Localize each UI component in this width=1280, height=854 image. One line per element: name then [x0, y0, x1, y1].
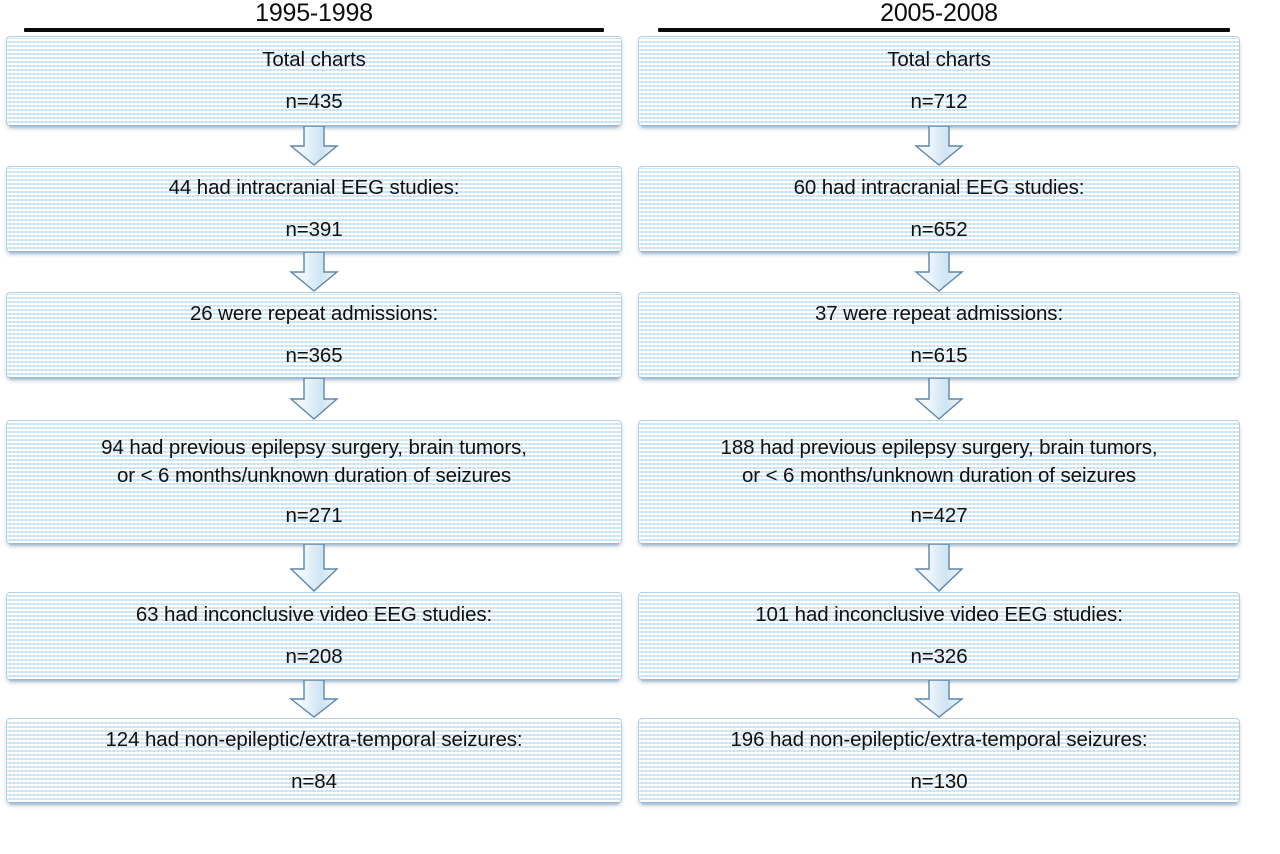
flow-node-total-charts[interactable]: Total charts n=435: [6, 36, 622, 129]
node-count: n=84: [291, 769, 337, 793]
down-arrow-icon: [912, 126, 966, 166]
down-arrow-icon: [287, 378, 341, 420]
flow-node-repeat-admissions[interactable]: 37 were repeat admissions: n=615: [638, 292, 1240, 381]
column-title: 2005-2008: [880, 0, 998, 27]
node-count: n=435: [285, 90, 343, 113]
node-label: 196 had non-epileptic/extra-temporal sei…: [730, 727, 1148, 751]
node-count: n=208: [285, 645, 343, 668]
down-arrow-icon: [912, 378, 966, 420]
node-count: n=271: [285, 504, 343, 527]
node-count: n=391: [285, 218, 343, 241]
node-count: n=712: [910, 90, 968, 113]
flow-node-non-epileptic-seizures[interactable]: 196 had non-epileptic/extra-temporal sei…: [638, 718, 1240, 806]
node-label: 124 had non-epileptic/extra-temporal sei…: [105, 727, 523, 751]
down-arrow-icon: [287, 252, 341, 292]
node-label: 101 had inconclusive video EEG studies:: [755, 603, 1123, 626]
flow-node-total-charts[interactable]: Total charts n=712: [638, 36, 1240, 129]
connector-arrow-3: [638, 378, 1240, 420]
flow-node-previous-surgery[interactable]: 94 had previous epilepsy surgery, brain …: [6, 420, 622, 547]
flow-column-1995-1998: 1995-1998 Total charts n=435: [0, 0, 630, 854]
node-count: n=365: [285, 344, 343, 367]
node-label: Total charts: [887, 48, 991, 71]
flow-node-intracranial-eeg[interactable]: 60 had intracranial EEG studies: n=652: [638, 166, 1240, 255]
node-label: 63 had inconclusive video EEG studies:: [135, 603, 493, 626]
down-arrow-icon: [287, 680, 341, 718]
node-count: n=615: [910, 344, 968, 367]
connector-arrow-5: [6, 680, 622, 718]
node-label: 94 had previous epilepsy surgery, brain …: [101, 436, 527, 459]
node-label: 188 had previous epilepsy surgery, brain…: [720, 436, 1158, 459]
column-title: 1995-1998: [255, 0, 373, 27]
node-label: 44 had intracranial EEG studies:: [168, 176, 460, 199]
node-label: 37 were repeat admissions:: [814, 302, 1064, 325]
flow-node-inconclusive-video-eeg[interactable]: 63 had inconclusive video EEG studies: n…: [6, 592, 622, 683]
node-label-line2: or < 6 months/unknown duration of seizur…: [116, 464, 512, 487]
node-label: Total charts: [262, 48, 366, 71]
connector-arrow-2: [6, 252, 622, 292]
down-arrow-icon: [912, 544, 966, 592]
connector-arrow-1: [638, 126, 1240, 166]
connector-arrow-4: [638, 544, 1240, 592]
header-rule: [658, 28, 1230, 32]
node-count: n=326: [910, 645, 968, 668]
flow-node-previous-surgery[interactable]: 188 had previous epilepsy surgery, brain…: [638, 420, 1240, 547]
node-count: n=130: [910, 769, 968, 793]
flow-node-repeat-admissions[interactable]: 26 were repeat admissions: n=365: [6, 292, 622, 381]
column-header-right: 2005-2008: [638, 0, 1240, 36]
down-arrow-icon: [912, 680, 966, 718]
node-label: 26 were repeat admissions:: [189, 302, 439, 325]
down-arrow-icon: [287, 126, 341, 166]
flow-node-intracranial-eeg[interactable]: 44 had intracranial EEG studies: n=391: [6, 166, 622, 255]
connector-arrow-5: [638, 680, 1240, 718]
column-header-left: 1995-1998: [6, 0, 622, 36]
flow-node-non-epileptic-seizures[interactable]: 124 had non-epileptic/extra-temporal sei…: [6, 718, 622, 806]
node-count: n=427: [910, 504, 968, 527]
node-label: 60 had intracranial EEG studies:: [793, 176, 1085, 199]
node-label-line2: or < 6 months/unknown duration of seizur…: [741, 464, 1137, 487]
connector-arrow-3: [6, 378, 622, 420]
flow-node-inconclusive-video-eeg[interactable]: 101 had inconclusive video EEG studies: …: [638, 592, 1240, 683]
node-count: n=652: [910, 218, 968, 241]
connector-arrow-1: [6, 126, 622, 166]
header-rule: [24, 28, 604, 32]
down-arrow-icon: [912, 252, 966, 292]
connector-arrow-4: [6, 544, 622, 592]
connector-arrow-2: [638, 252, 1240, 292]
flow-column-2005-2008: 2005-2008 Total charts n=712: [630, 0, 1280, 854]
down-arrow-icon: [287, 544, 341, 592]
